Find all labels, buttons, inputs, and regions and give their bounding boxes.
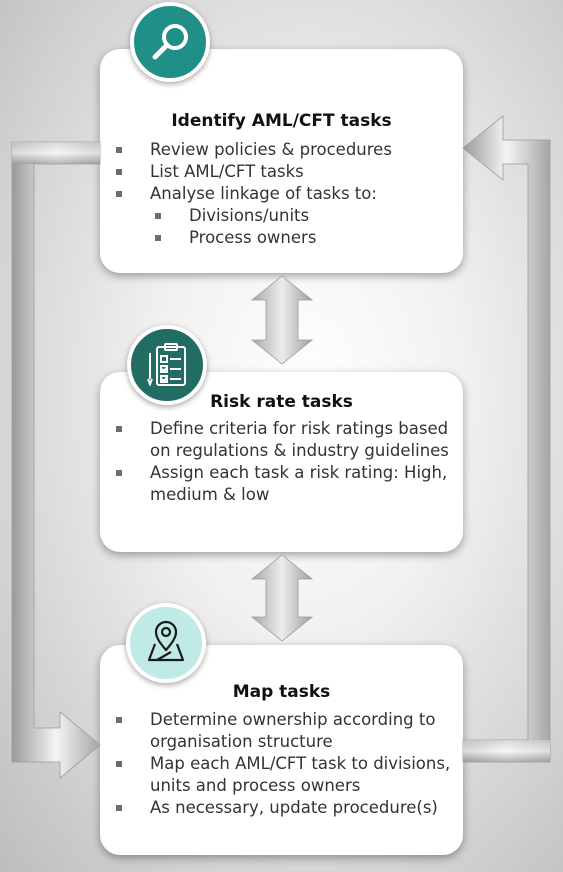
bullet — [116, 470, 122, 476]
list-item: Map each AML/CFT task to divisions, unit… — [114, 753, 455, 797]
bullet — [155, 235, 161, 241]
bullet — [116, 191, 122, 197]
bullet — [116, 717, 122, 723]
step-card-identify: Identify AML/CFT tasks Review policies &… — [100, 49, 463, 273]
list-item: Determine ownership according to organis… — [114, 709, 455, 753]
map-pin-icon — [126, 603, 206, 683]
step-list: Determine ownership according to organis… — [114, 709, 455, 819]
step-title: Map tasks — [232, 682, 331, 702]
right-loop-arrow — [462, 115, 551, 763]
step-list: Define criteria for risk ratings based o… — [114, 418, 455, 506]
list-item: Assign each task a risk rating: High, me… — [114, 462, 455, 506]
step-title: Identify AML/CFT tasks — [171, 111, 392, 131]
magnifier-icon — [130, 2, 210, 82]
clipboard-checklist-icon — [127, 325, 207, 405]
list-item: Define criteria for risk ratings based o… — [114, 418, 455, 462]
list-item: Review policies & procedures — [114, 139, 455, 161]
list-item: List AML/CFT tasks — [114, 161, 455, 183]
step-list: Review policies & procedures List AML/CF… — [114, 139, 455, 249]
left-loop-arrow — [11, 141, 101, 779]
step-title: Risk rate tasks — [210, 392, 353, 412]
double-arrow-1-2 — [250, 275, 314, 365]
list-item: As necessary, update procedure(s) — [114, 797, 455, 819]
double-arrow-2-3 — [250, 554, 314, 642]
bullet — [116, 147, 122, 153]
bullet — [116, 426, 122, 432]
list-item: Divisions/units — [114, 205, 455, 227]
bullet — [116, 805, 122, 811]
list-item: Analyse linkage of tasks to: — [114, 183, 455, 205]
bullet — [116, 169, 122, 175]
list-item: Process owners — [114, 227, 455, 249]
bullet — [155, 213, 161, 219]
bullet — [116, 761, 122, 767]
